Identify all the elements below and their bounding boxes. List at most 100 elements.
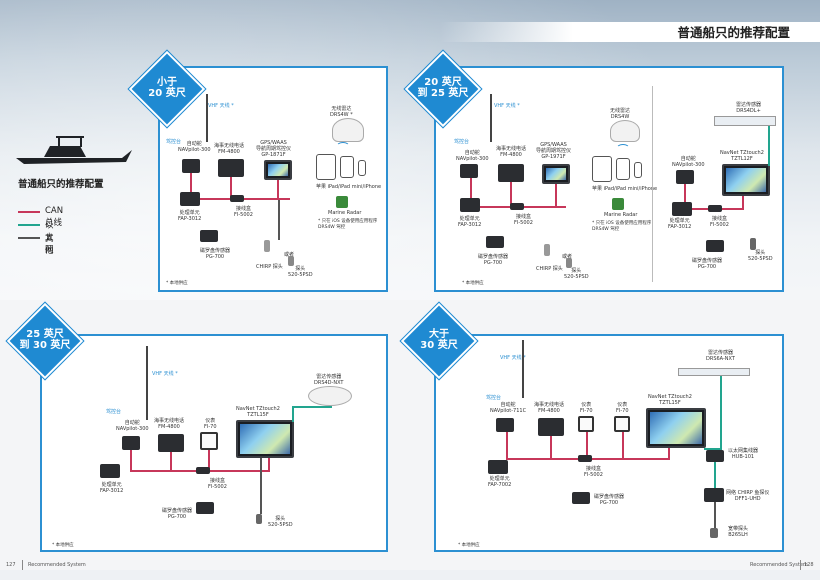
app-label: Marine Radar [604, 212, 638, 218]
can-bus-drop [170, 452, 172, 470]
heading-model: PG-700 [483, 260, 503, 266]
can-bus-drop [555, 184, 557, 206]
instrument-display [200, 432, 218, 450]
hub-model: HUB-101 [731, 454, 755, 460]
junction-label: 接线盒 [235, 206, 251, 212]
mfd-display [722, 164, 770, 196]
or-label: 或者 [284, 252, 295, 258]
chirp-transducer [544, 244, 550, 256]
app-note-line: * 只在 iOS 设备使用应用程序 [592, 221, 652, 226]
ethernet-line [768, 126, 770, 166]
legend-swatch [18, 224, 40, 226]
can-bus-drop [190, 173, 192, 198]
radar-model: DRS6A-NXT [706, 356, 735, 362]
chirp-transducer [264, 240, 270, 252]
processor-unit [460, 198, 480, 212]
radar-label: 雷达传感器 [707, 350, 733, 356]
radar-sensor [714, 116, 776, 126]
can-bus-drop [668, 448, 670, 458]
can-bus-drop [230, 177, 232, 198]
vhf-radio-label: 海事无线电话 [214, 143, 245, 149]
vhf-antenna [522, 340, 524, 398]
radar-model: DRS4W * [330, 112, 353, 118]
autopilot-unit [182, 159, 200, 173]
app-note-line: * 只在 iOS 设备使用应用程序 [318, 219, 378, 224]
autopilot-unit [122, 436, 140, 450]
heading-model: PG-700 [599, 500, 619, 506]
gps-model: GP-1871F [261, 152, 286, 158]
junction-model: FI-5002 [208, 484, 227, 490]
footnote: * 本地供应 [52, 543, 74, 548]
size-badge-2-text: 20 英尺到 25 英尺 [408, 77, 478, 99]
app-note-line: DRS4W 驾控 [318, 225, 346, 230]
ethernet-drop [714, 462, 716, 488]
vhf-radio-model: FM-4800 [218, 149, 240, 155]
junction-box [196, 467, 210, 474]
vhf-radio-model: FM-4800 [158, 424, 180, 430]
badge-line: 20 英尺 [424, 77, 462, 88]
radar-label: 雷达传感器 [736, 102, 762, 108]
panel-divider [652, 86, 653, 282]
heading-label: 磁罗盘传感器 [162, 508, 193, 514]
can-bus-drop [268, 458, 270, 470]
footnote: * 本地供应 [166, 281, 188, 286]
autopilot-label: 自动舵 [186, 141, 202, 147]
autopilot-model: NAVpilot-300 [116, 426, 149, 432]
instrument-label: 仪表 [581, 402, 592, 408]
transducer-model: 520-5PSD [748, 256, 773, 262]
vhf-antenna [206, 94, 208, 142]
junction-label: 接线盒 [515, 214, 531, 220]
tablet-icon [592, 156, 612, 182]
cable-line [260, 458, 262, 514]
or-label: 或者 [562, 254, 573, 260]
processor-model: FAP-3012 [100, 488, 124, 494]
autopilot-model: NAVpilot-711C [490, 408, 527, 414]
tablets-label: 苹果 iPad/iPad mini/iPhone [592, 186, 658, 192]
ethernet-line [292, 406, 332, 408]
gps-model: GP-1971F [541, 154, 566, 160]
gps-plotter [542, 164, 570, 184]
badge-line: 30 英尺 [420, 340, 458, 351]
heading-label: 磁罗盘传感器 [594, 494, 625, 500]
processor-label: 处理单元 [101, 482, 122, 488]
instrument-model: FI-70 [580, 408, 593, 414]
junction-box [578, 455, 592, 462]
mfd-display [646, 408, 706, 448]
autopilot-model: NAVpilot-300 [178, 147, 211, 153]
legend-swatch [18, 211, 40, 213]
radar-model: DRS4W [610, 114, 630, 120]
transducer [256, 514, 262, 524]
heading-label: 磁罗盘传感器 [692, 258, 723, 264]
processor-label: 处理单元 [179, 210, 200, 216]
transducer-model: 520-5PSD [288, 272, 313, 278]
can-bus-drop [208, 450, 210, 470]
processor-label: 处理单元 [459, 216, 480, 222]
processor-label: 处理单元 [489, 476, 510, 482]
transducer [710, 528, 718, 538]
radar-model: DRS4D-NXT [314, 380, 344, 386]
transducer [288, 256, 294, 266]
phone-icon [634, 162, 642, 178]
legend-label: 以太网 [45, 221, 54, 255]
can-bus-drop [510, 182, 512, 206]
badge-line: 大于 [429, 329, 449, 340]
vhf-radio-unit [538, 418, 564, 436]
tablet-icon [316, 154, 336, 180]
can-bus-drop [586, 432, 588, 458]
processor-unit [100, 464, 120, 478]
wifi-icon [336, 142, 350, 152]
badge-line: 25 英尺 [26, 329, 64, 340]
transducer [566, 258, 572, 268]
junction-box [230, 195, 244, 202]
vhf-antenna-label: VHF 天线 * [500, 355, 526, 361]
vhf-radio-label: 海事无线电话 [154, 418, 185, 424]
chirp-label: CHIRP 探头 [536, 266, 563, 272]
can-bus-drop [506, 432, 508, 458]
app-icon [336, 196, 348, 208]
transducer-model: 520-5PSD [268, 522, 293, 528]
wheelhouse-label: 驾控台 [454, 139, 470, 145]
